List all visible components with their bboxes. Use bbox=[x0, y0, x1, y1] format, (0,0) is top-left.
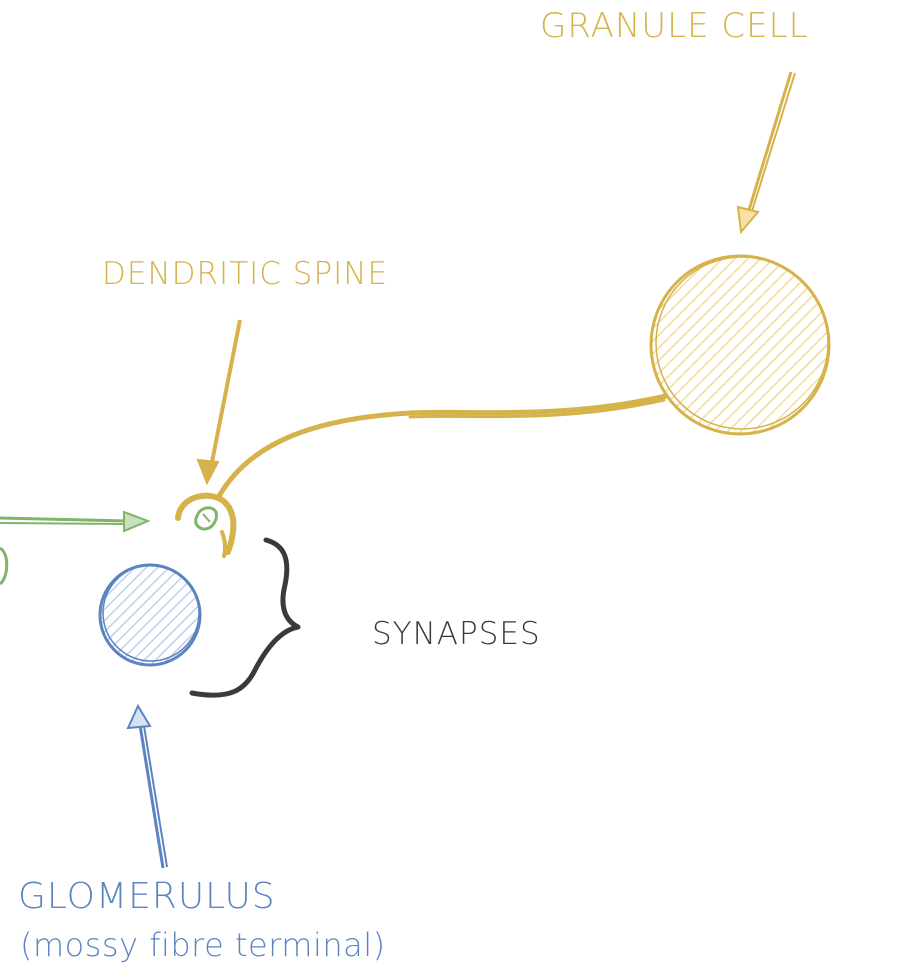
glomerulus-arrow bbox=[128, 706, 167, 868]
glomerulus-label: GLOMERULUS bbox=[18, 876, 276, 917]
glomerulus-sublabel: (mossy fibre terminal) bbox=[20, 926, 386, 964]
granule-cell-arrow bbox=[738, 72, 795, 232]
synapses-label: SYNAPSES bbox=[372, 616, 541, 652]
dendritic-spine-label: DENDRITIC SPINE bbox=[102, 256, 388, 292]
synaptic-terminal bbox=[196, 508, 217, 529]
synapses-brace bbox=[192, 540, 298, 695]
glomerulus-body bbox=[100, 565, 200, 665]
granule-cell-label: GRANULE CELL bbox=[540, 6, 809, 46]
dendritic-spine-arrow bbox=[198, 320, 240, 483]
granule-cell-body bbox=[651, 256, 829, 434]
